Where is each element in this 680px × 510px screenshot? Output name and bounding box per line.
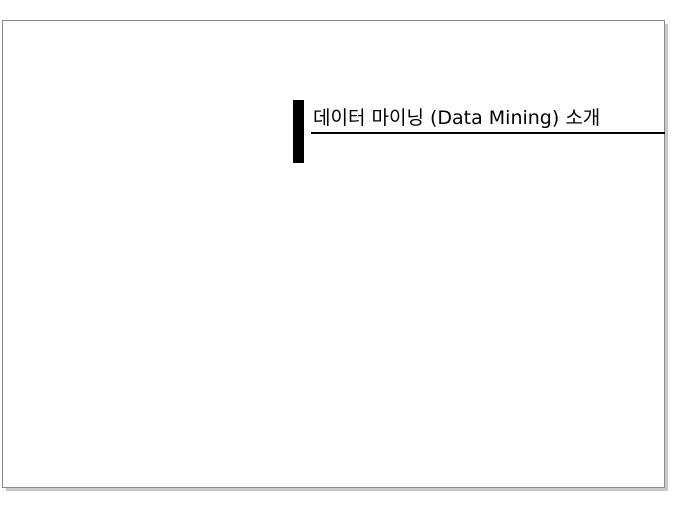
slide-shadow-right: [665, 24, 668, 491]
title-accent-bar: [293, 100, 304, 163]
slide-title: 데이터 마이닝 (Data Mining) 소개: [313, 107, 601, 129]
title-underline: [311, 132, 665, 134]
slide-shadow-bottom: [6, 488, 668, 491]
slide: [2, 20, 665, 488]
